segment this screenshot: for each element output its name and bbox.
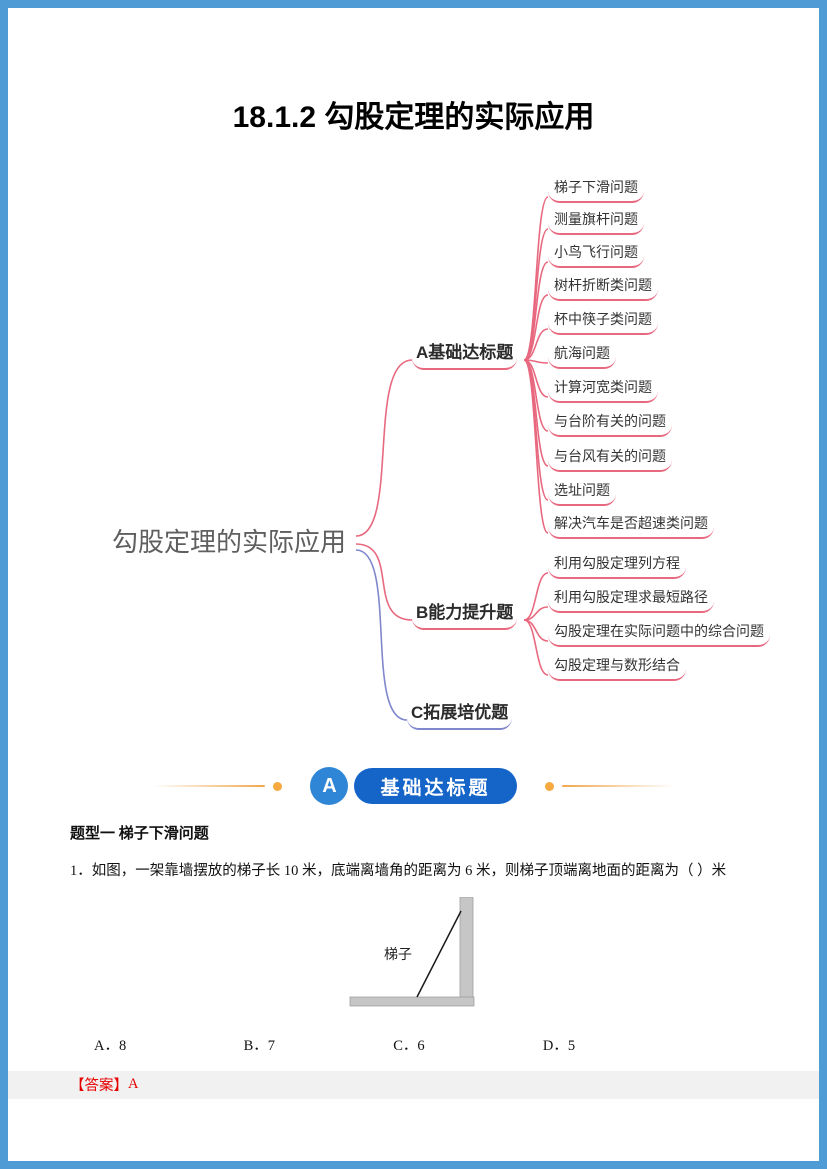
option-a: A．8 — [94, 1037, 127, 1054]
mindmap-connector-lines — [355, 196, 549, 721]
mindmap-leaf: 利用勾股定理列方程 — [548, 553, 686, 579]
mindmap-leaf: 勾股定理与数形结合 — [548, 655, 686, 681]
mindmap: 勾股定理的实际应用 A基础达标题 B能力提升题 C拓展培优题 梯子下滑问题 测量… — [8, 162, 819, 752]
badge-letter-circle: A — [310, 767, 349, 805]
mindmap-leaf: 解决汽车是否超速类问题 — [548, 513, 714, 539]
mindmap-root-node: 勾股定理的实际应用 — [112, 527, 347, 557]
badge-left-dot — [273, 781, 283, 791]
option-d: D．5 — [542, 1037, 576, 1054]
badge-label-pill: 基础达标题 — [354, 768, 517, 804]
badge-right-dot — [544, 781, 554, 791]
answer-label: 【答案】 — [70, 1078, 128, 1095]
page-title: 18.1.2 勾股定理的实际应用 — [232, 101, 595, 134]
mindmap-branch-b: B能力提升题 — [412, 598, 518, 630]
question-text: 1．如图，一架靠墙摆放的梯子长 10 米，底端离墙角的距离为 6 米，则梯子顶端… — [70, 863, 727, 879]
answer-bar: 【答案】 A — [8, 1070, 819, 1099]
ladder-line — [416, 910, 462, 998]
mindmap-leaf: 小鸟飞行问题 — [548, 242, 644, 268]
badge-right-line — [561, 785, 674, 787]
mindmap-leaf: 计算河宽类问题 — [548, 377, 658, 403]
mindmap-leaf: 与台阶有关的问题 — [548, 411, 672, 437]
mindmap-leaf: 测量旗杆问题 — [548, 209, 644, 235]
wall-shape — [459, 896, 474, 999]
ladder-label: 梯子 — [384, 947, 412, 963]
mindmap-leaf: 与台风有关的问题 — [548, 446, 672, 472]
floor-shape — [349, 996, 475, 1007]
mindmap-leaf: 勾股定理在实际问题中的综合问题 — [548, 621, 770, 647]
mindmap-leaf: 航海问题 — [548, 343, 616, 369]
mindmap-leaf: 梯子下滑问题 — [548, 177, 644, 203]
exercise-content: 题型一 梯子下滑问题 1．如图，一架靠墙摆放的梯子长 10 米，底端离墙角的距离… — [8, 822, 819, 1055]
option-b: B．7 — [243, 1037, 276, 1054]
mindmap-leaf: 树杆折断类问题 — [548, 275, 658, 301]
topic-heading: 题型一 梯子下滑问题 — [70, 826, 209, 842]
badge-left-line — [153, 785, 266, 787]
ladder-figure-svg: 梯子 — [349, 896, 475, 1007]
mindmap-leaf: 杯中筷子类问题 — [548, 309, 658, 335]
section-badge: A 基础达标题 — [8, 766, 819, 806]
answer-value: A — [128, 1076, 139, 1093]
option-c: C．6 — [393, 1037, 425, 1054]
mindmap-leaf: 利用勾股定理求最短路径 — [548, 587, 714, 613]
mindmap-branch-a: A基础达标题 — [412, 338, 518, 370]
mindmap-branch-c: C拓展培优题 — [407, 698, 513, 730]
mindmap-leaf: 选址问题 — [548, 480, 616, 506]
answer-options: A．8 B．7 C．6 D．5 — [70, 1034, 757, 1055]
ladder-figure: 梯子 — [70, 896, 757, 1020]
